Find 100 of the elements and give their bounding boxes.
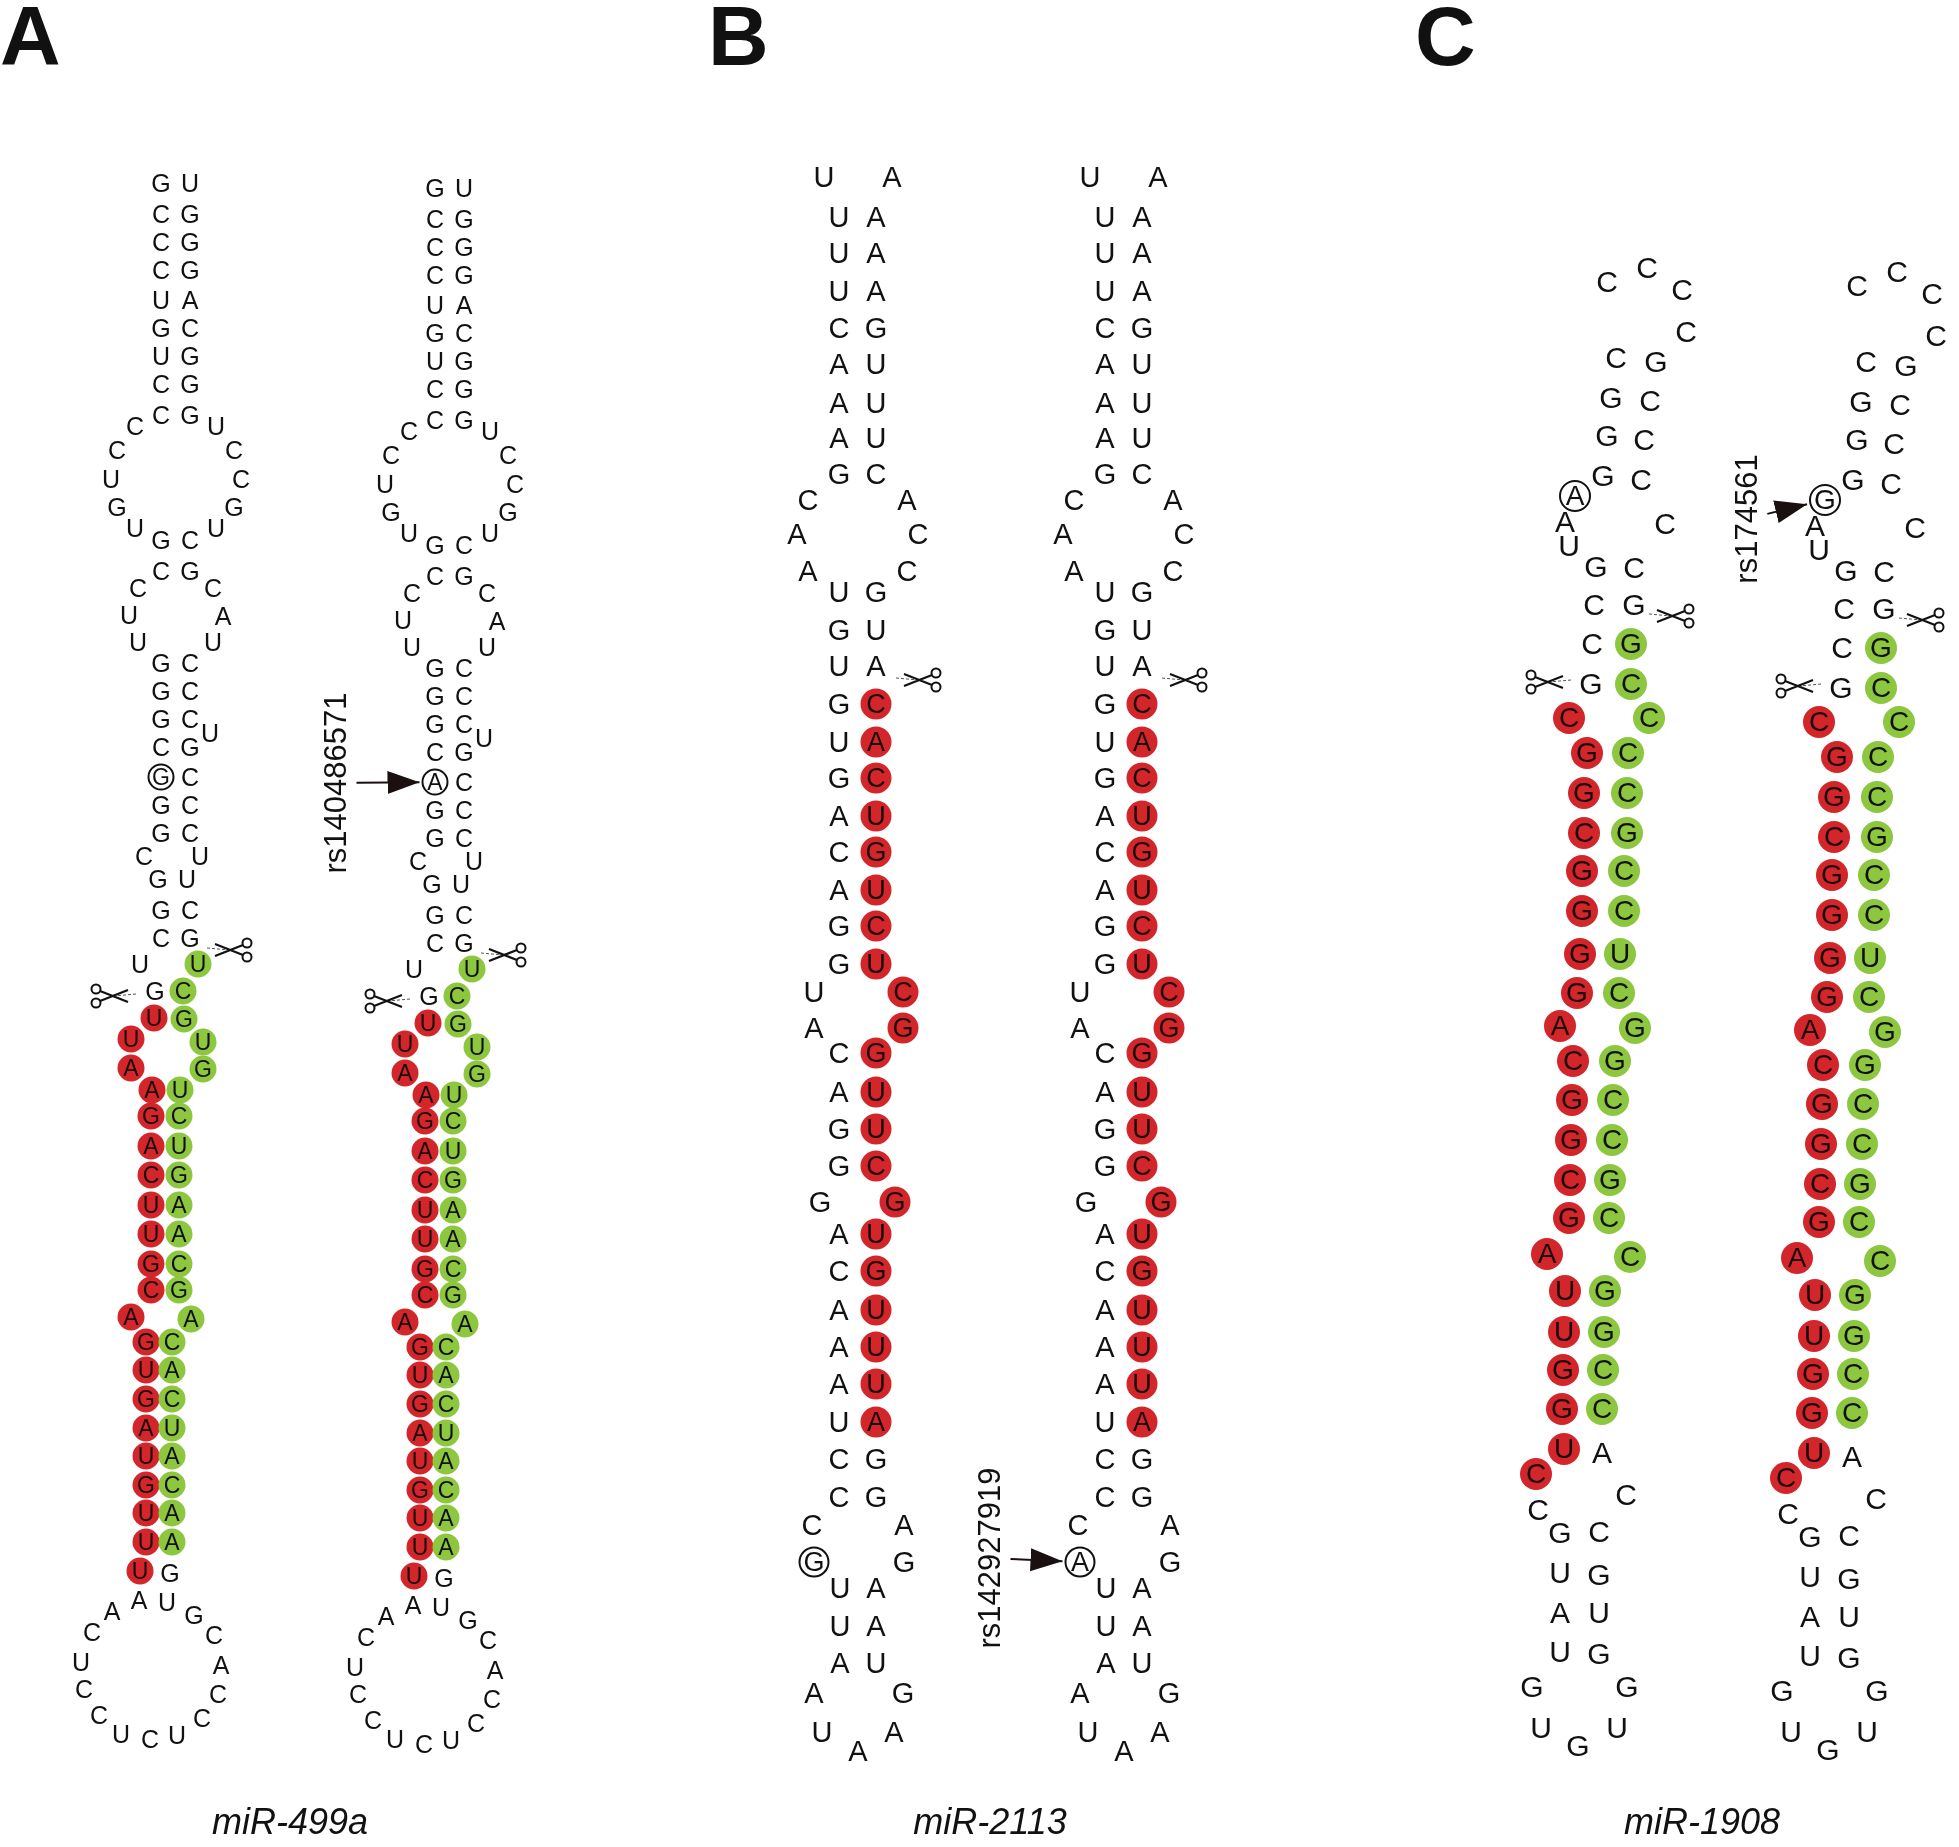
nucleotide-letter: C [180, 678, 200, 704]
nucleotide-letter: G [454, 407, 474, 433]
nucleotide-letter: A [1163, 485, 1183, 515]
nucleotide-circle: A [1544, 1010, 1576, 1042]
nucleotide-circle: G [411, 1107, 439, 1135]
nucleotide-letter: U [101, 466, 121, 492]
nucleotide-letter: C [907, 519, 929, 549]
nucleotide-letter: G [1093, 689, 1117, 719]
nucleotide-letter: C [896, 556, 918, 586]
nucleotide-letter: C [1925, 321, 1947, 351]
nucleotide-circle: U [860, 1218, 892, 1250]
nucleotide-letter: U [1780, 1717, 1802, 1747]
nucleotide-circle: U [1126, 1218, 1158, 1250]
nucleotide-letter: U [1799, 1641, 1821, 1671]
nucleotide-letter: U [206, 515, 226, 541]
nucleotide-letter: A [455, 292, 473, 318]
nucleotide-letter: A [103, 1598, 121, 1624]
nucleotide-letter: C [151, 402, 171, 428]
nucleotide-letter: C [1067, 1510, 1089, 1540]
nucleotide-circle: G [165, 1276, 193, 1304]
nucleotide-circle: G [1126, 836, 1158, 868]
nucleotide-letter: A [1070, 1678, 1090, 1708]
nucleotide-circle: U [1126, 1331, 1158, 1363]
nucleotide-circle: U [439, 1137, 467, 1165]
nucleotide-letter: U [451, 871, 471, 897]
nucleotide-letter: G [1093, 459, 1117, 489]
nucleotide-circle: U [406, 1533, 434, 1561]
nucleotide-circle: C [1865, 672, 1897, 704]
nucleotide-letter: C [363, 1707, 383, 1733]
nucleotide-circle: C [1553, 702, 1585, 734]
nucleotide-letter: A [1150, 1717, 1170, 1747]
nucleotide-circle: G [170, 1005, 198, 1033]
nucleotide-circle: G [1547, 1354, 1579, 1386]
nucleotide-letter: C [425, 262, 445, 288]
nucleotide-letter: C [231, 466, 251, 492]
nucleotide-letter: C [151, 371, 171, 397]
nucleotide-letter: A [1095, 875, 1115, 905]
nucleotide-letter: C [1883, 429, 1905, 459]
nucleotide-letter: U [1838, 1602, 1860, 1632]
nucleotide-letter: C [478, 1627, 498, 1653]
nucleotide-circle: U [860, 1076, 892, 1108]
nucleotide-letter: A [866, 651, 886, 681]
nucleotide-circle: C [1554, 1164, 1586, 1196]
nucleotide-circle: U [860, 1113, 892, 1145]
nucleotide-letter: C [82, 1619, 102, 1645]
nucleotide-letter: C [454, 769, 474, 795]
nucleotide-letter: U [190, 843, 210, 869]
nucleotide-letter: G [1093, 1114, 1117, 1144]
nucleotide-circle: G [132, 1385, 160, 1413]
nucleotide-circle: A [411, 1137, 439, 1165]
nucleotide-circle: G [1126, 1037, 1158, 1069]
nucleotide-letter: C [828, 1482, 850, 1512]
nucleotide-letter: C [151, 734, 171, 760]
nucleotide-letter: U [1094, 727, 1116, 757]
nucleotide-letter: C [1094, 1256, 1116, 1286]
nucleotide-circle: U [1126, 1368, 1158, 1400]
nucleotide-circle: C [411, 1166, 439, 1194]
nucleotide-letter: U [477, 634, 497, 660]
nucleotide-letter: U [119, 602, 139, 628]
nucleotide-letter: U [1094, 238, 1116, 268]
nucleotide-circle: G [887, 1012, 919, 1044]
nucleotide-letter: C [1623, 553, 1645, 583]
nucleotide-circle: G [1126, 1255, 1158, 1287]
nucleotide-circle: A [117, 1054, 145, 1082]
nucleotide-letter: C [180, 820, 200, 846]
nucleotide-circle: G [132, 1471, 160, 1499]
nucleotide-letter: U [1094, 1407, 1116, 1437]
nucleotide-letter: C [1094, 837, 1116, 867]
nucleotide-letter: U [431, 1594, 451, 1620]
nucleotide-letter: C [797, 485, 819, 515]
nucleotide-circle: U [458, 955, 486, 983]
nucleotide-circle: U [158, 1414, 186, 1442]
nucleotide-letter: A [1095, 388, 1115, 418]
nucleotide-letter: C [1094, 1482, 1116, 1512]
nucleotide-letter: U [813, 162, 835, 192]
nucleotide-letter: U [71, 1649, 91, 1675]
nucleotide-circle: G [137, 1102, 165, 1130]
nucleotide-circle: U [1126, 874, 1158, 906]
nucleotide-letter: C [828, 1038, 850, 1068]
nucleotide-circle: G [1803, 1206, 1835, 1238]
nucleotide-letter: C [1873, 557, 1895, 587]
nucleotide-letter: U [1095, 1611, 1117, 1641]
nucleotide-letter: G [1837, 1564, 1861, 1594]
nucleotide-letter: G [864, 313, 888, 343]
nucleotide-letter: G [151, 678, 171, 704]
nucleotide-letter: G [454, 376, 474, 402]
nucleotide-letter: G [180, 734, 200, 760]
nucleotide-letter: G [454, 206, 474, 232]
nucleotide-letter: G [151, 315, 171, 341]
nucleotide-circle: U [1126, 1113, 1158, 1145]
nucleotide-circle: G [1566, 855, 1598, 887]
nucleotide-letter: U [167, 1722, 187, 1748]
nucleotide-letter: G [1093, 949, 1117, 979]
nucleotide-circle: C [169, 977, 197, 1005]
nucleotide-letter: U [1131, 349, 1153, 379]
nucleotide-circle: G [879, 1186, 911, 1218]
nucleotide-circle: G [1844, 1168, 1876, 1200]
nucleotide-letter: G [827, 949, 851, 979]
nucleotide-circle: C [1858, 859, 1890, 891]
nucleotide-circle: A [439, 1196, 467, 1224]
